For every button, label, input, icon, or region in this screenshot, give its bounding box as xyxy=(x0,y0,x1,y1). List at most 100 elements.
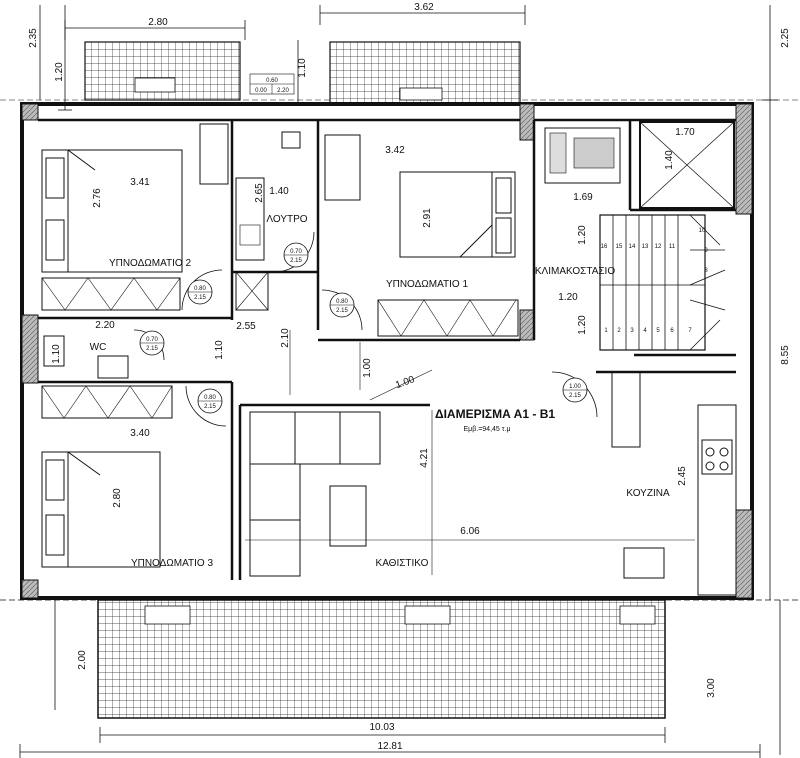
room-label-wc: WC xyxy=(90,342,107,353)
stair-step-number: 14 xyxy=(629,244,636,250)
dim-terrace-width: 10.03 xyxy=(369,722,394,733)
stair-step-number: 2 xyxy=(617,328,621,334)
apartment-area: Εμβ.=94,45 τ.μ xyxy=(464,426,511,433)
stair-step-number: 1 xyxy=(604,328,608,334)
dim-corridor-2: 1.00 xyxy=(394,374,416,391)
dim-stair-mid: 1.20 xyxy=(558,292,578,303)
dim-bed3-width: 3.40 xyxy=(130,428,150,439)
dim-bath-width: 1.40 xyxy=(269,186,289,197)
dim-wc-height: 1.10 xyxy=(51,344,62,364)
dim-hall-height-2: 2.10 xyxy=(280,328,291,348)
elevator-machine xyxy=(544,127,621,184)
dim-hall-width-2: 2.55 xyxy=(236,321,256,332)
dim-bed3-height: 2.80 xyxy=(112,488,123,508)
stair-step-number: 11 xyxy=(669,244,676,250)
room-label-bedroom-1: ΥΠΝΟΔΩΜΑΤΙΟ 1 xyxy=(386,279,469,290)
door-bath-top: 0.70 xyxy=(290,249,302,255)
dim-stair-upper: 1.20 xyxy=(577,225,588,245)
wardrobe-bedroom-3 xyxy=(41,385,173,419)
dim-hall-width-1: 2.20 xyxy=(95,320,115,331)
door-bed3-bottom: 2.15 xyxy=(204,404,216,410)
stair-step-number: 16 xyxy=(601,244,608,250)
dim-bed2-height: 2.76 xyxy=(92,188,103,208)
dim-bath-height: 2.65 xyxy=(254,183,265,203)
stair-step-number: 7 xyxy=(688,328,692,334)
apartment-title: ΔΙΑΜΕΡΙΣΜΑ Α1 - Β1 xyxy=(435,407,555,421)
room-label-staircase: ΚΛΙΜΑΚΟΣΤΑΣΙΟ xyxy=(535,266,615,277)
dim-kitchen-height: 2.45 xyxy=(677,466,688,486)
dim-bed1-height: 2.91 xyxy=(422,208,433,228)
dim-bed2-width: 3.41 xyxy=(130,177,150,188)
outer-walls xyxy=(20,102,754,600)
bed-bedroom-2 xyxy=(41,149,183,273)
dim-hall-height-1: 1.10 xyxy=(214,340,225,360)
basin-bath xyxy=(281,131,301,149)
stair-step-number: 3 xyxy=(630,328,634,334)
dim-stair-lower: 1.20 xyxy=(577,315,588,335)
door-bed1-bottom: 2.15 xyxy=(336,308,348,314)
window-tag-bottom-right: 2.20 xyxy=(277,88,289,94)
door-wc-top: 0.70 xyxy=(146,337,158,343)
kitchen-counter xyxy=(611,371,737,596)
stair-step-number: 5 xyxy=(656,328,660,334)
window-tag-bottom-left: 0.00 xyxy=(255,88,267,94)
room-label-kitchen: ΚΟΥΖΙΝΑ xyxy=(626,488,670,499)
door-bath-bottom: 2.15 xyxy=(290,258,302,264)
dim-corridor-1: 1.00 xyxy=(362,358,373,378)
dim-living-width: 6.06 xyxy=(460,526,480,537)
dim-right-total-height: 8.55 xyxy=(780,345,791,365)
door-bed2-top: 0.80 xyxy=(194,286,206,292)
dim-bed1-width: 3.42 xyxy=(385,145,405,156)
stair-step-number: 12 xyxy=(655,244,662,250)
door-entry-bottom: 2.15 xyxy=(569,393,581,399)
stair-step-number: 6 xyxy=(670,328,674,334)
wardrobe-bedroom-1 xyxy=(377,299,519,337)
stair-step-number: 4 xyxy=(643,328,647,334)
room-label-bedroom-2: ΥΠΝΟΔΩΜΑΤΙΟ 2 xyxy=(109,258,192,269)
dim-lift-height: 1.40 xyxy=(664,150,675,170)
dim-left-top-height: 2.35 xyxy=(28,28,39,48)
dim-terrace-right: 3.00 xyxy=(706,678,717,698)
dim-right-top-height: 2.25 xyxy=(780,28,791,48)
wc-toilet xyxy=(43,335,65,367)
dim-total-width: 12.81 xyxy=(377,741,402,752)
stair-step-number: 13 xyxy=(642,244,649,250)
dim-mid-balcony-height: 1.10 xyxy=(297,58,308,78)
dim-lift-lower-width: 1.69 xyxy=(573,192,593,203)
stair-step-number: 15 xyxy=(616,244,623,250)
coffee-table xyxy=(329,485,367,547)
balcony-drain-mid xyxy=(399,87,443,101)
dim-top-mid-width: 3.62 xyxy=(414,2,434,13)
door-entry-top: 1.00 xyxy=(569,384,581,390)
window-tag-top: 0.60 xyxy=(266,78,278,84)
sofa xyxy=(249,411,381,577)
stair-step-number: 10 xyxy=(699,228,706,234)
room-label-bedroom-3: ΥΠΝΟΔΩΜΑΤΙΟ 3 xyxy=(131,558,214,569)
room-label-bathroom: ΛΟΥΤΡΟ xyxy=(266,214,307,225)
staircase-steps xyxy=(599,214,726,351)
dim-living-height: 4.21 xyxy=(419,448,430,468)
bathtub xyxy=(235,177,265,261)
door-wc-bottom: 2.15 xyxy=(146,346,158,352)
door-bed2-bottom: 2.15 xyxy=(194,295,206,301)
elevator-shaft xyxy=(639,121,735,209)
stair-step-number: 8 xyxy=(704,268,708,274)
dim-lift-width: 1.70 xyxy=(675,127,695,138)
wc-basin xyxy=(97,355,129,379)
bed-bedroom-3 xyxy=(41,451,161,568)
wardrobe-bedroom-2 xyxy=(41,277,181,311)
shower xyxy=(235,271,269,311)
door-bed3-top: 0.80 xyxy=(204,395,216,401)
desk-bedroom-1 xyxy=(324,134,361,201)
bed-bedroom-1 xyxy=(399,171,516,258)
stair-step-number: 9 xyxy=(704,248,708,254)
door-bed1-top: 0.80 xyxy=(336,299,348,305)
desk-bedroom-2 xyxy=(199,123,229,185)
balcony-drain-left xyxy=(134,77,176,93)
dim-left-balcony-height: 1.20 xyxy=(54,62,65,82)
room-label-living: ΚΑΘΙΣΤΙΚΟ xyxy=(376,558,429,569)
dim-terrace-height: 2.00 xyxy=(77,650,88,670)
dim-top-left-width: 2.80 xyxy=(148,17,168,28)
